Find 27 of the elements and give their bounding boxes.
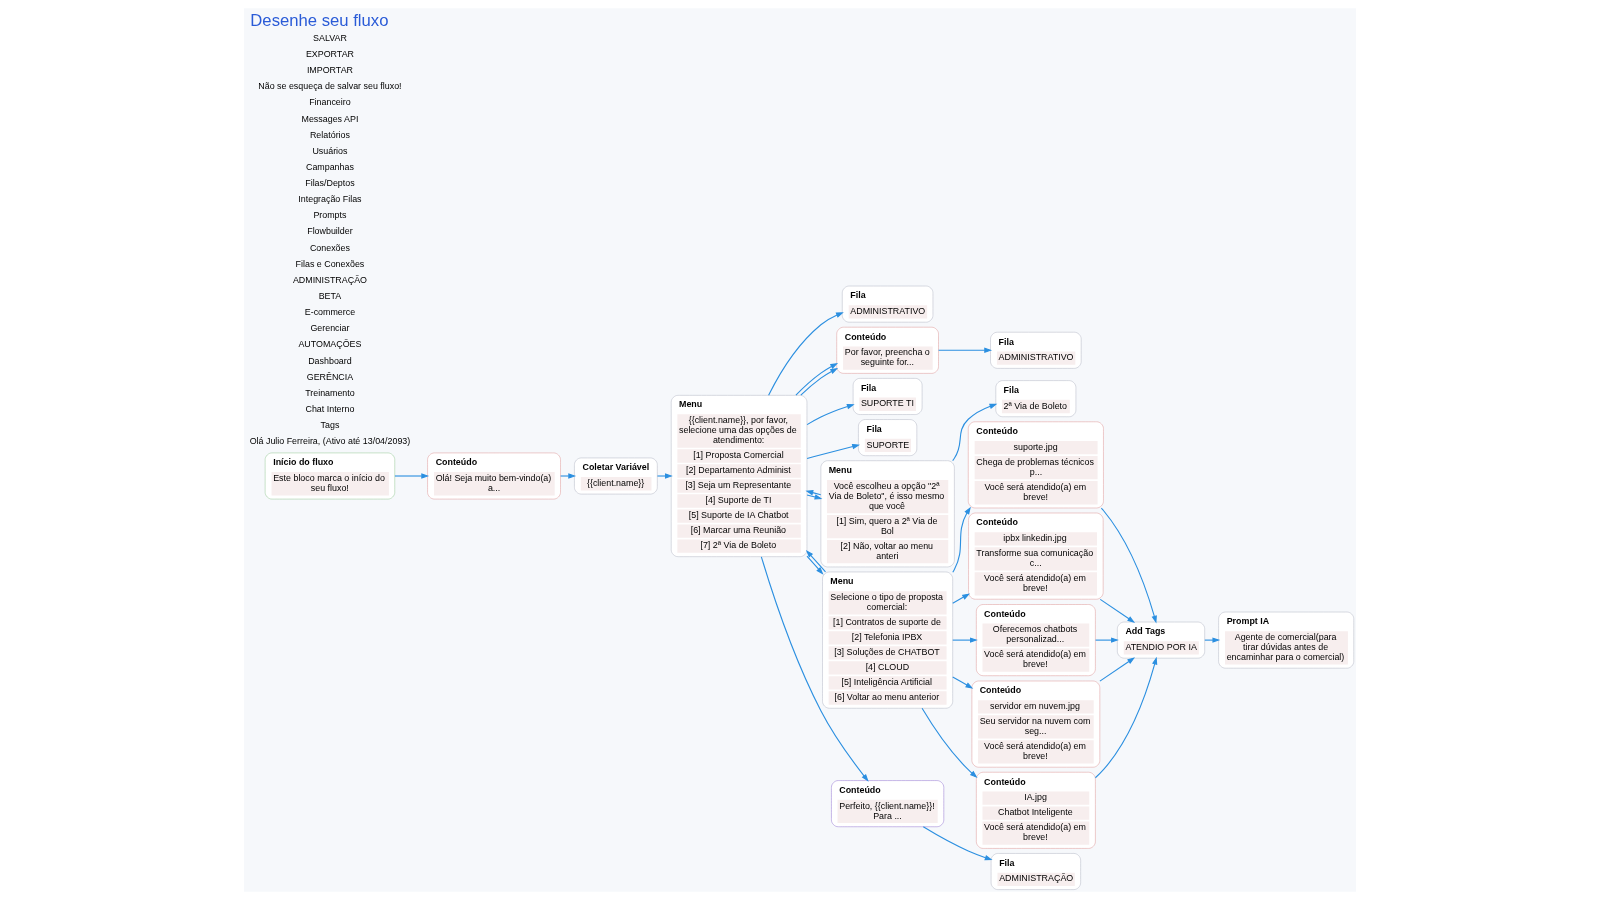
label: Tags: [320, 420, 340, 431]
label: Chat Interno: [305, 403, 355, 414]
label: Dashboard: [308, 355, 352, 366]
label: Flowbuilder: [307, 226, 353, 237]
label: Olá Julio Ferreira, (Ativo até 13/04/2093): [249, 436, 411, 447]
label: Treinamento: [305, 387, 355, 398]
label: Relatórios: [309, 129, 350, 140]
label: EXPORTAR: [305, 49, 354, 60]
label: Filas e Conexões: [295, 258, 365, 269]
label: AUTOMAÇÕES: [298, 339, 362, 350]
label: Gerenciar: [310, 323, 350, 334]
label: Usuários: [312, 145, 348, 156]
label: Campanhas: [305, 161, 354, 172]
label: Prompts: [313, 210, 347, 221]
label: IMPORTAR: [306, 65, 353, 76]
label: GERÊNCIA: [306, 371, 354, 382]
label: Financeiro: [309, 97, 351, 108]
label: Filas/Deptos: [305, 178, 355, 189]
label: BETA: [318, 291, 342, 301]
label: Conexões: [309, 242, 350, 253]
diagram-title: Desenhe seu fluxo: [250, 10, 389, 30]
label: SALVAR: [313, 32, 347, 43]
label: Integração Filas: [298, 194, 362, 205]
label: ADMINISTRAÇÃO: [292, 274, 367, 285]
label: E-commerce: [304, 307, 356, 318]
label: Não se esqueça de salvar seu fluxo!: [258, 81, 402, 92]
label: Messages API: [301, 113, 359, 124]
